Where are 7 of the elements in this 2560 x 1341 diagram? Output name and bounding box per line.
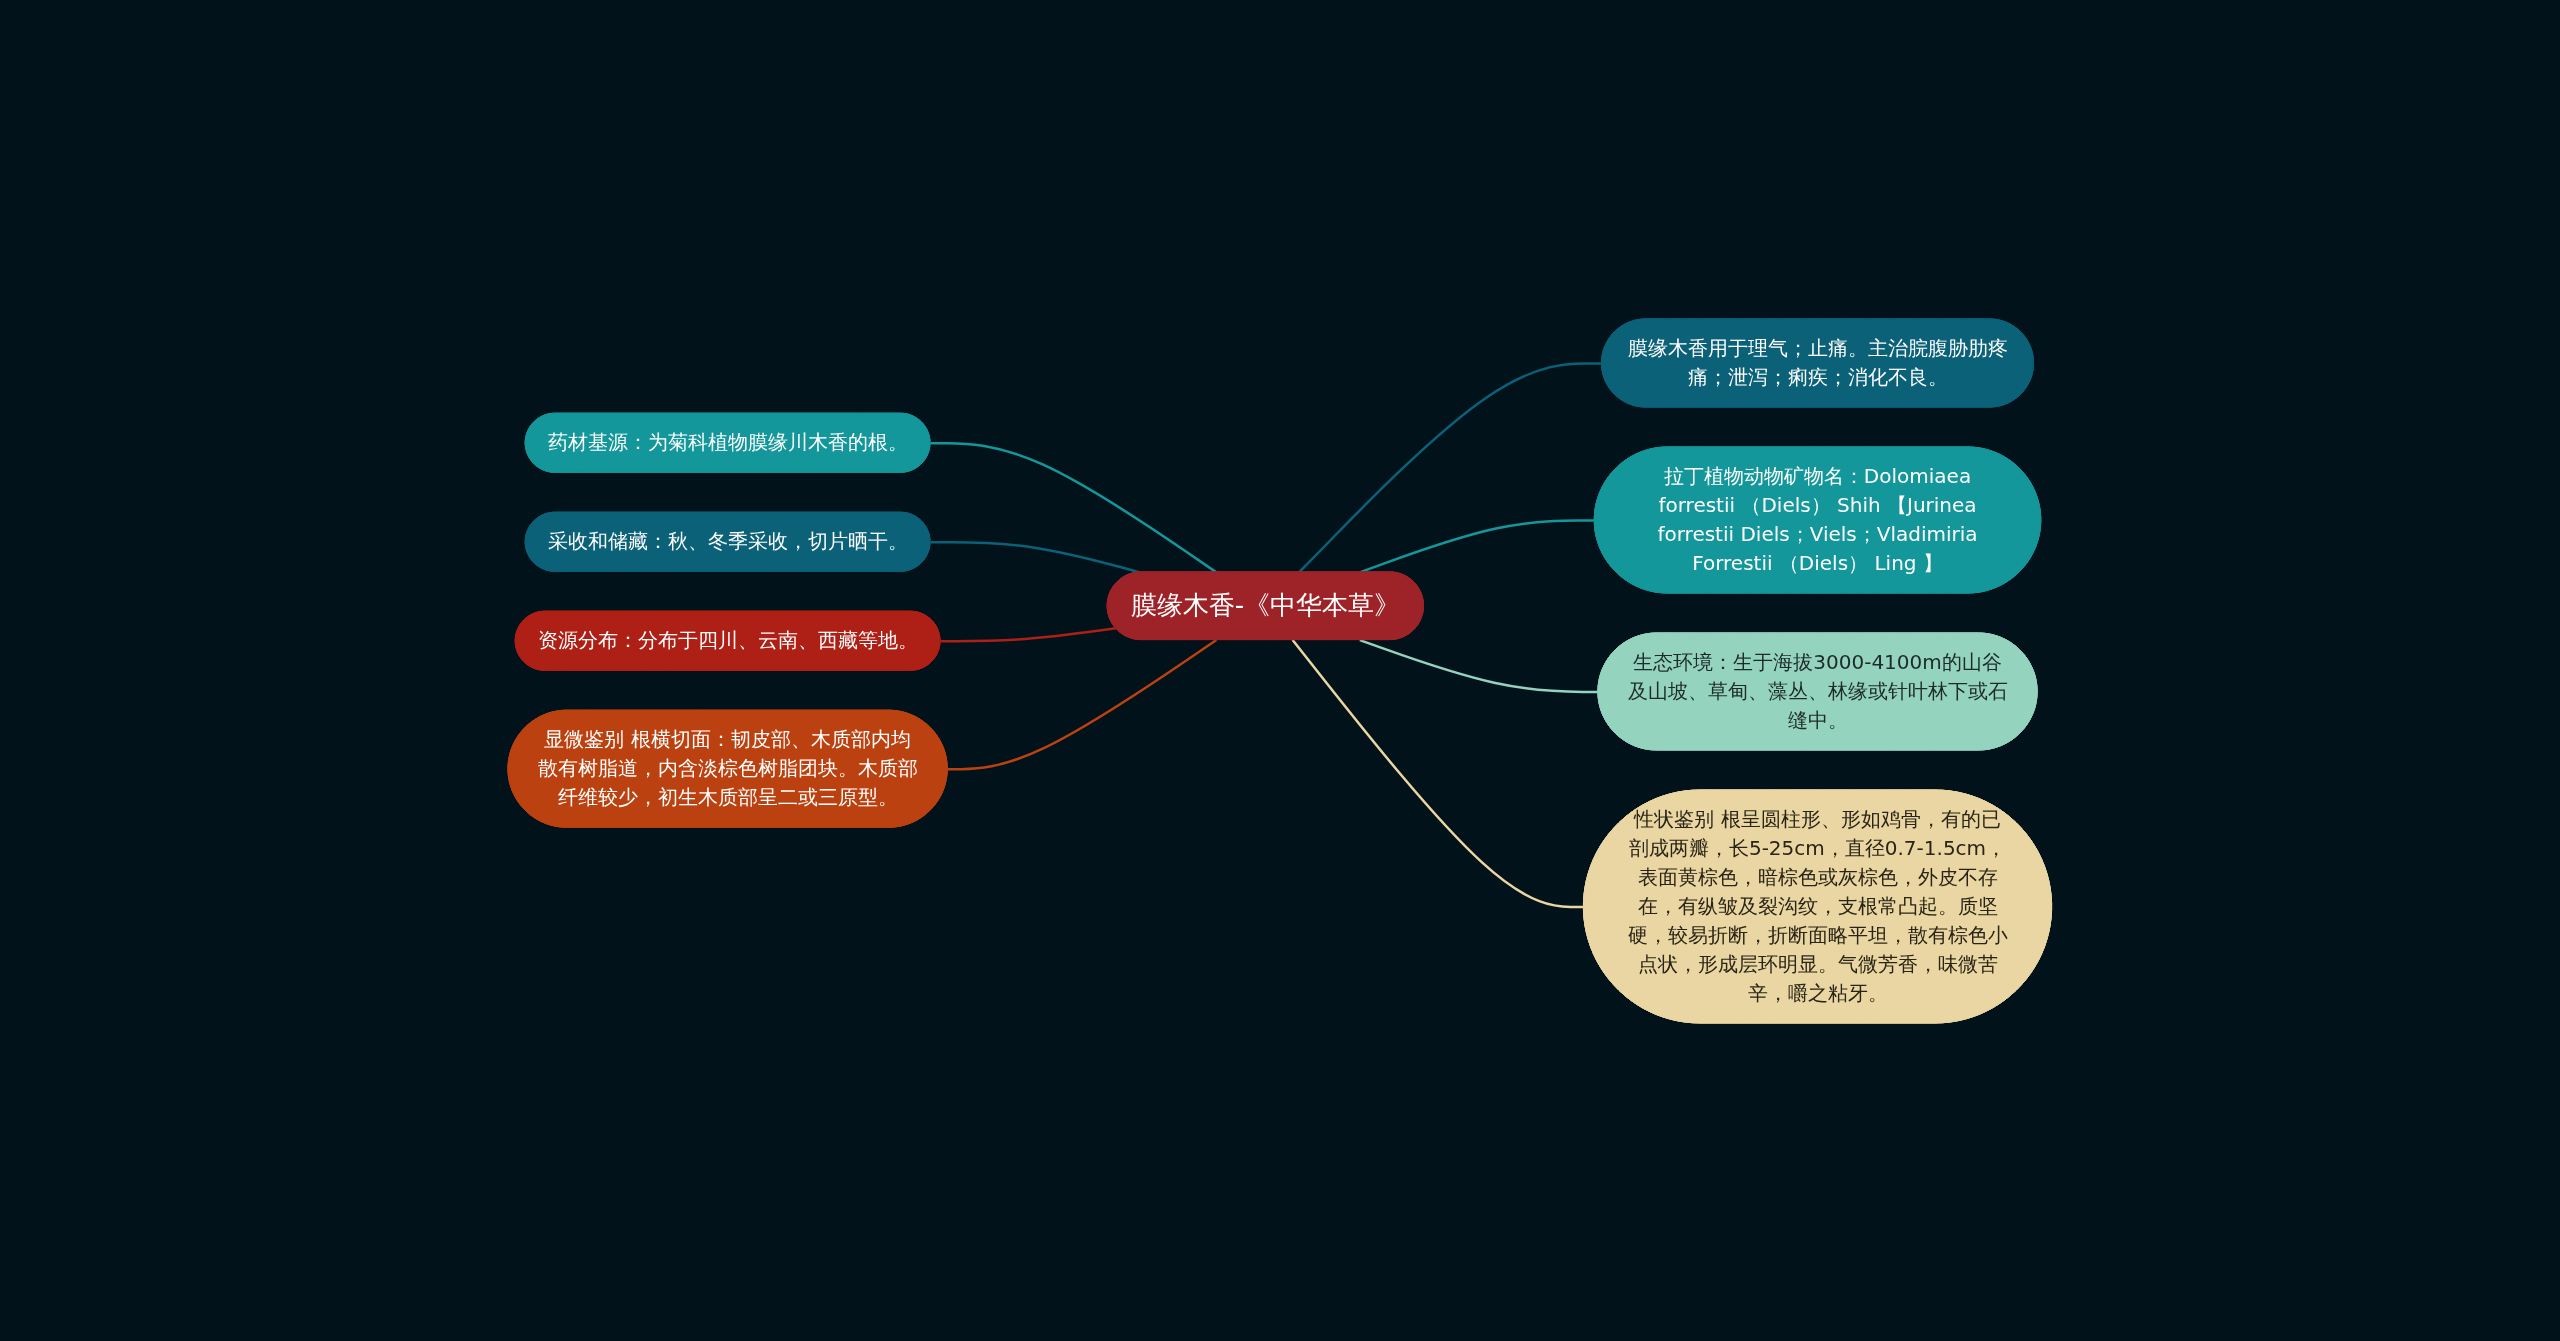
connector (930, 441, 1218, 573)
connector (1359, 638, 1599, 693)
connector (930, 540, 1141, 574)
connector (1298, 361, 1603, 573)
connector (1291, 638, 1585, 908)
connector (947, 638, 1218, 770)
connector (940, 626, 1117, 642)
